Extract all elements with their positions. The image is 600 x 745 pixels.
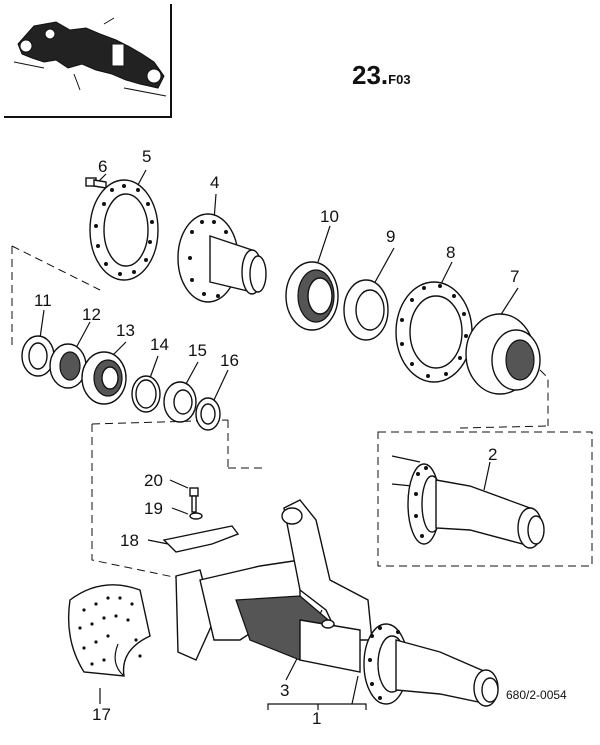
axle-housing-part — [175, 499, 499, 707]
callout-7: 7 — [510, 267, 520, 286]
section-code: 23.F03 — [352, 60, 411, 91]
callout-6: 6 — [98, 157, 108, 176]
bolt-part — [85, 177, 107, 189]
callout-18: 18 — [120, 531, 139, 550]
callout-5: 5 — [142, 147, 152, 166]
callout-16: 16 — [220, 351, 239, 370]
thumbnail-frame — [4, 4, 172, 118]
axle-assembly-thumbnail-icon — [13, 17, 167, 97]
callout-4: 4 — [210, 173, 220, 192]
callout-1: 1 — [312, 709, 322, 728]
callout-10: 10 — [320, 207, 339, 226]
callout-8: 8 — [446, 243, 456, 262]
flange-ring-part — [395, 281, 473, 383]
slotted-nut-part — [163, 381, 197, 423]
roller-bearing-part — [285, 261, 339, 331]
bracket-plate-part — [162, 525, 240, 553]
callout-2: 2 — [488, 445, 498, 464]
bushing-sleeve-part — [67, 584, 151, 677]
callout-11: 11 — [34, 291, 52, 310]
axle-spindle-detail-part — [391, 455, 545, 549]
brake-disc-ring-part — [89, 179, 159, 281]
screw-part — [189, 487, 199, 513]
callout-13: 13 — [116, 321, 135, 340]
seal-ring-part — [343, 279, 389, 341]
callout-17: 17 — [92, 705, 111, 724]
drawing-number: 680/2-0054 — [506, 688, 567, 702]
callout-19: 19 — [144, 499, 163, 518]
assembly-boundary-lines — [11, 245, 593, 581]
callout-14: 14 — [150, 335, 169, 354]
callout-12: 12 — [82, 305, 101, 324]
callout-3: 3 — [280, 681, 290, 700]
callout-15: 15 — [188, 341, 207, 360]
tapered-bearing-part — [81, 351, 127, 405]
callout-20: 20 — [144, 471, 163, 490]
brake-drum-part — [465, 313, 541, 395]
section-suffix: F03 — [388, 72, 411, 87]
wheel-hub-part — [177, 213, 267, 303]
washer-part — [189, 512, 203, 520]
section-number: 23. — [352, 60, 389, 90]
callout-9: 9 — [386, 227, 396, 246]
